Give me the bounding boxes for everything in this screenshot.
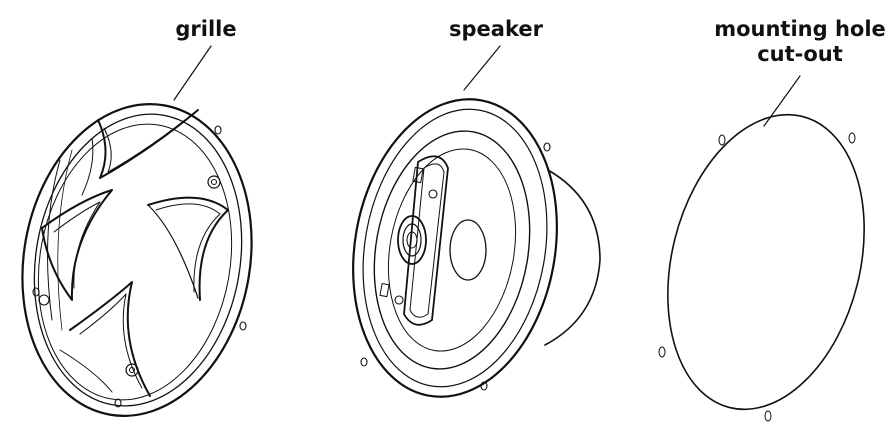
- grille-leader-line: [173, 45, 212, 101]
- mounting-cutout-outline-icon: [658, 113, 865, 422]
- cutout-screw-hole: [658, 346, 666, 358]
- cutout-label-line1: mounting hole: [714, 17, 886, 41]
- speaker-label: speaker: [449, 17, 544, 41]
- grille-label: grille: [175, 17, 236, 41]
- cutout-screw-hole: [718, 134, 726, 146]
- cutout-leader-line: [763, 75, 801, 127]
- speaker-leader-line: [463, 45, 501, 91]
- coaxial-speaker-icon: [352, 98, 601, 398]
- cutout-screw-hole: [848, 132, 856, 144]
- cutout-label-line2: cut-out: [757, 42, 843, 66]
- cutout-screw-hole: [764, 410, 772, 422]
- speaker-grille-icon: [21, 103, 253, 417]
